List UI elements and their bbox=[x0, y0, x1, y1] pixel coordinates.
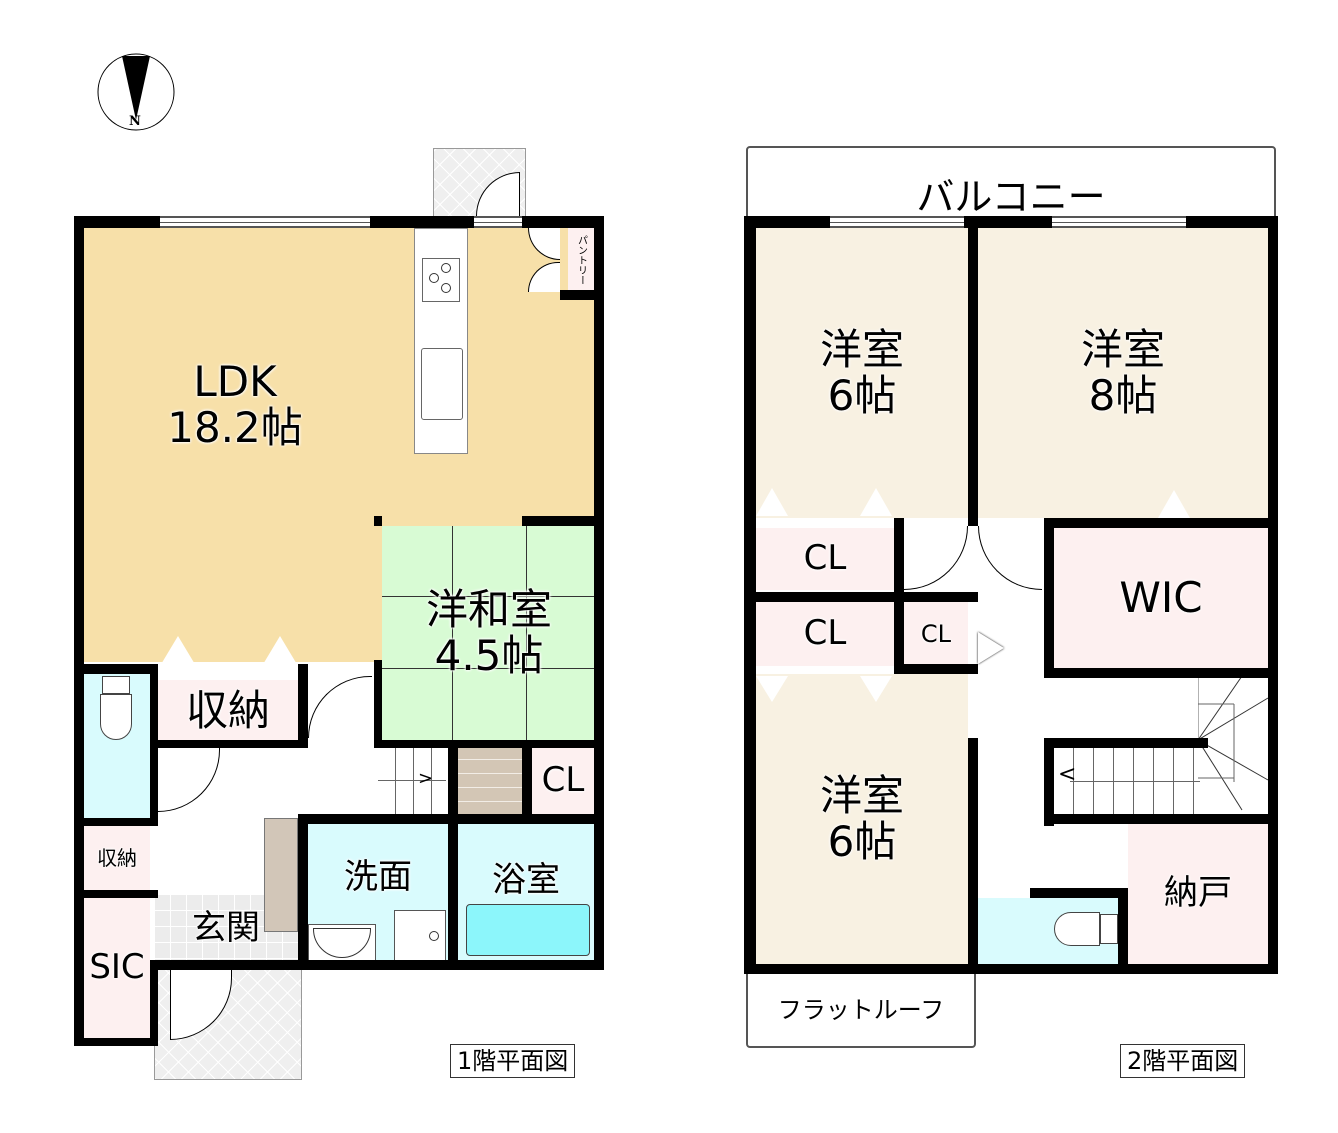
stairs-1f[interactable] bbox=[378, 748, 446, 814]
western-c-size: 6帖 bbox=[827, 817, 897, 866]
window-western-b bbox=[1052, 216, 1186, 228]
floor1-title: 1階平面図 bbox=[450, 1044, 576, 1078]
ldk-label: LDK 18.2帖 bbox=[120, 350, 350, 460]
compass: N bbox=[96, 52, 176, 132]
bathroom-label: 浴室 bbox=[492, 860, 560, 901]
flat-roof: フラットルーフ bbox=[746, 964, 976, 1048]
pantry-label: パントリー bbox=[575, 235, 587, 285]
storage-small-label: 収納 bbox=[97, 846, 137, 870]
room-closet-2f-2: CL bbox=[756, 602, 894, 666]
ldk-name: LDK bbox=[193, 356, 277, 406]
stair-arrow-icon: > bbox=[418, 768, 434, 789]
washitsu-name: 洋和室 bbox=[425, 584, 552, 634]
sink-icon bbox=[421, 348, 463, 420]
storage-door-icon[interactable] bbox=[160, 636, 196, 666]
western-a-name: 洋室 bbox=[819, 324, 904, 374]
stair-arrow-icon: < bbox=[1058, 762, 1077, 787]
room-storage-main: 収納 bbox=[158, 680, 298, 742]
bedroom-a-door-icon[interactable] bbox=[904, 526, 968, 590]
room-ldk-lower bbox=[84, 520, 376, 662]
storage-door-icon[interactable] bbox=[262, 636, 298, 666]
room-washitsu: 洋和室 4.5帖 bbox=[382, 526, 596, 740]
washitsu-size: 4.5帖 bbox=[434, 631, 544, 680]
closet-door-icon[interactable] bbox=[860, 488, 892, 516]
wic-door-icon[interactable] bbox=[1158, 490, 1190, 518]
room-closet-2f-1: CL bbox=[756, 528, 894, 590]
western-a-size: 6帖 bbox=[827, 371, 897, 420]
storage-main-label: 収納 bbox=[185, 685, 270, 735]
room-sic: SIC bbox=[84, 898, 150, 1038]
closet-2f-3-label: CL bbox=[920, 619, 952, 648]
room-western-c: 洋室 6帖 bbox=[756, 674, 968, 964]
room-pantry: パントリー bbox=[568, 228, 594, 292]
ldk-size: 18.2帖 bbox=[167, 403, 303, 452]
sic-label: SIC bbox=[89, 947, 145, 988]
shoe-rack bbox=[264, 818, 298, 932]
room-nando: 納戸 bbox=[1128, 824, 1268, 964]
room-wic: WIC bbox=[1054, 528, 1268, 668]
washbasin-icon bbox=[308, 924, 376, 962]
stair-storage bbox=[458, 746, 522, 814]
room-closet-1f: CL bbox=[532, 748, 594, 814]
room-storage-small: 収納 bbox=[84, 826, 150, 890]
closet-door-icon[interactable] bbox=[756, 676, 788, 702]
washroom-label: 洗面 bbox=[344, 857, 412, 898]
winder-stairs bbox=[1198, 676, 1269, 811]
closet-2f-2-label: CL bbox=[803, 613, 847, 654]
washing-machine-icon bbox=[394, 910, 446, 962]
wic-label: WIC bbox=[1119, 572, 1203, 622]
bathtub-icon bbox=[466, 904, 590, 956]
western-c-name: 洋室 bbox=[819, 770, 904, 820]
room-western-b: 洋室 8帖 bbox=[978, 228, 1268, 518]
stove-icon bbox=[422, 258, 460, 302]
washitsu-hall-door-icon[interactable] bbox=[308, 676, 372, 738]
room-western-a: 洋室 6帖 bbox=[756, 228, 968, 518]
entrance-label: 玄関 bbox=[192, 908, 260, 949]
flat-roof-label: フラットルーフ bbox=[777, 996, 945, 1024]
north-arrow-icon bbox=[97, 53, 175, 131]
western-b-name: 洋室 bbox=[1080, 324, 1165, 374]
balcony: バルコニー bbox=[746, 146, 1276, 228]
western-b-size: 8帖 bbox=[1088, 371, 1158, 420]
closet-2f-1-label: CL bbox=[803, 538, 847, 579]
closet-door-icon[interactable] bbox=[860, 676, 892, 702]
closet-door-icon[interactable] bbox=[756, 488, 788, 516]
window-rear-door bbox=[474, 216, 522, 228]
toilet-icon bbox=[100, 676, 132, 740]
compass-label: N bbox=[129, 114, 141, 129]
window-ldk-top bbox=[158, 216, 370, 228]
nando-label: 納戸 bbox=[1164, 873, 1232, 914]
room-closet-2f-3: CL bbox=[904, 602, 968, 666]
toilet-icon bbox=[1054, 912, 1118, 946]
balcony-label: バルコニー bbox=[916, 175, 1106, 219]
floor2-title: 2階平面図 bbox=[1120, 1044, 1246, 1078]
bedroom-b-door-icon[interactable] bbox=[978, 526, 1042, 590]
hall-door-icon[interactable] bbox=[158, 746, 220, 812]
closet-door-icon[interactable] bbox=[978, 632, 1004, 664]
closet-1f-label: CL bbox=[541, 760, 585, 801]
window-western-a bbox=[830, 216, 964, 228]
